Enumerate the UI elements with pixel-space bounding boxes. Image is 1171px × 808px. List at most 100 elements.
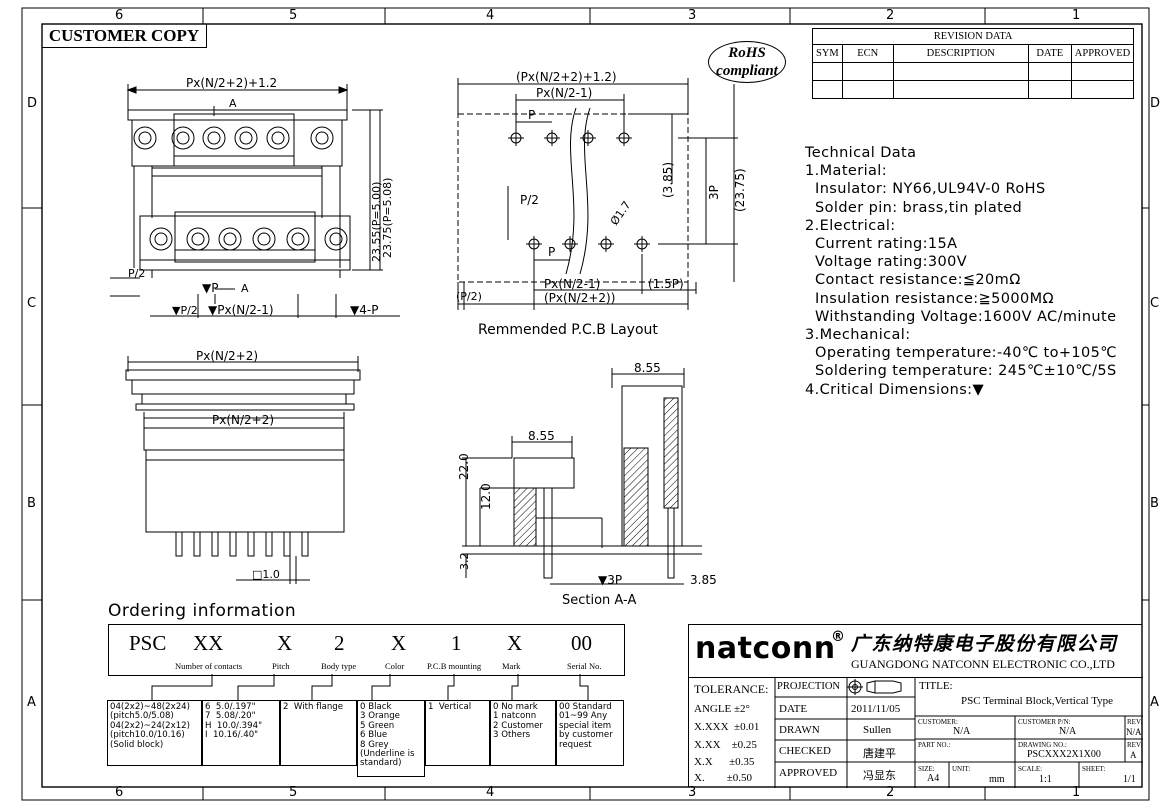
- section-caption: Section A-A: [562, 593, 636, 608]
- revision-header: SYM: [812, 44, 843, 63]
- rev-label-2: REV:: [1127, 741, 1143, 749]
- checked-value: 唐建平: [863, 748, 896, 760]
- drawn-value: Sullen: [863, 724, 892, 736]
- row-label: B: [1150, 496, 1159, 511]
- technical-line: 3.Mechanical:: [805, 327, 911, 344]
- row-label: D: [1150, 96, 1161, 111]
- frame-bottom-labels: 6 5 4 3 2 1: [22, 785, 1149, 800]
- sheet-value: 1/1: [1123, 774, 1136, 785]
- option-color: 0 Black 3 Orange 5 Green 6 Blue 8 Grey (…: [357, 700, 425, 777]
- drawing-no-value: PSCXXX2X1X00: [1027, 749, 1101, 760]
- technical-line: Insulator: NY66,UL94V-0 RoHS: [805, 181, 1046, 198]
- height-dim-2375: 23.75(P=5.08): [381, 178, 394, 258]
- customer-pn-value: N/A: [1059, 726, 1077, 737]
- rohs-badge: RoHS compliant: [708, 41, 786, 83]
- customer-pn-label: CUSTOMER P/N:: [1018, 718, 1071, 726]
- pcb-top-dim2: Px(N/2-1): [536, 86, 592, 100]
- label-body: Body type: [321, 661, 357, 671]
- ordering-code-box: PSC XX X 2 X 1 X 00 Number of contacts P…: [108, 624, 625, 676]
- pcb-dim-2375: (23.75): [733, 168, 747, 212]
- revision-header: DATE: [1027, 44, 1072, 63]
- rohs-line2: compliant: [716, 63, 778, 79]
- label-mount: P.C.B mounting: [427, 661, 482, 671]
- row-label: A: [27, 695, 36, 710]
- col-label: 4: [486, 8, 495, 23]
- section-mark-a2: A: [241, 282, 249, 295]
- pin-size-dim: □1.0: [252, 568, 280, 581]
- option-pitch: 6 5.0/.197" 7 5.08/.20" H 10.0/.394" I 1…: [202, 700, 280, 766]
- company-header: natconn ® 广东纳特康电子股份有限公司 GUANGDONG NATCON…: [689, 625, 1143, 678]
- label-pitch: Pitch: [272, 661, 290, 671]
- side-view-drawing: Px(N/2+2) Px(N/2+2) □1.0: [125, 349, 361, 584]
- top-dim-label: Px(N/2+2)+1.2: [186, 76, 277, 90]
- tolerance-label: TOLERANCE:: [694, 682, 769, 696]
- option-mount: 1 Vertical: [425, 700, 490, 766]
- row-label: B: [27, 496, 36, 511]
- rev-value-2: A: [1130, 750, 1137, 760]
- projection-symbol: [847, 679, 902, 695]
- unit-value: mm: [989, 774, 1005, 785]
- col-label: 3: [688, 8, 697, 23]
- code-contacts: XX: [193, 631, 224, 655]
- revision-header: ECN: [841, 44, 894, 63]
- section-dim-855: 8.55: [528, 429, 555, 443]
- col-label: 6: [115, 785, 124, 800]
- label-serial: Serial No.: [567, 661, 602, 671]
- drawn-label: DRAWN: [779, 724, 820, 736]
- code-mount: 1: [451, 631, 462, 655]
- pcb-caption: Remmended P.C.B Layout: [478, 322, 658, 338]
- tolerance-x: X. ±0.50: [694, 772, 752, 784]
- pitch-mark: ▼P: [202, 281, 218, 295]
- half-pitch-left: P/2: [128, 267, 145, 280]
- sheet-label: SHEET:: [1082, 765, 1106, 773]
- option-contacts: 04(2x2)~48(2x24) (pitch5.0/5.08) 04(2x2)…: [107, 700, 202, 766]
- col-label: 5: [289, 8, 298, 23]
- option-body: 2 With flange: [280, 700, 357, 766]
- rev-value: N/A: [1126, 727, 1142, 737]
- col-label: 2: [886, 8, 895, 23]
- checked-label: CHECKED: [779, 745, 831, 757]
- technical-line: Current rating:15A: [805, 236, 958, 253]
- code-mark: X: [507, 631, 523, 655]
- unit-label: UNIT:: [952, 765, 971, 773]
- row-label: D: [27, 96, 38, 111]
- pcb-hole-dia: Ø1.7: [608, 199, 634, 228]
- code-pitch: X: [277, 631, 293, 655]
- label-mark: Mark: [502, 661, 521, 671]
- title-label: TITLE:: [919, 680, 953, 692]
- tolerance-xxx: X.XX ±0.25: [694, 739, 757, 751]
- bottom-dim-pitch: ▼Px(N/2-1): [208, 303, 274, 317]
- row-label: C: [1150, 296, 1160, 311]
- section-dim-32: 3.2: [458, 553, 471, 571]
- technical-data: Technical Data 1.Material: Insulator: NY…: [805, 144, 1117, 399]
- scale-label: SCALE:: [1018, 765, 1043, 773]
- revision-header: DESCRIPTION: [892, 44, 1029, 63]
- col-label: 1: [1072, 8, 1081, 23]
- top-view-drawing: Px(N/2+2)+1.2 A 23.55(P=5.00) 23.75(P=5.…: [110, 76, 400, 318]
- size-value: A4: [927, 773, 940, 784]
- label-contacts: Number of contacts: [175, 661, 243, 671]
- pcb-top-dim: (Px(N/2+2)+1.2): [516, 70, 617, 84]
- customer-value: N/A: [953, 726, 971, 737]
- label-color: Color: [385, 661, 405, 671]
- tolerance-xx: X.X ±0.35: [694, 756, 755, 768]
- option-mark: 0 No mark 1 natconn 2 Customer 3 Others: [490, 700, 556, 766]
- rohs-line1: RoHS: [728, 45, 766, 61]
- section-dim-385: 3.85: [690, 573, 717, 587]
- company-cn-name: 广东纳特康电子股份有限公司: [851, 634, 1118, 655]
- technical-line: Contact resistance:≦20mΩ: [805, 272, 1021, 289]
- approved-value: 冯显东: [863, 770, 896, 782]
- row-label: C: [27, 296, 37, 311]
- col-label: 1: [1072, 785, 1081, 800]
- technical-heading: Technical Data: [805, 145, 917, 161]
- title-block: natconn ® 广东纳特康电子股份有限公司 GUANGDONG NATCON…: [688, 624, 1143, 788]
- ordering-leaders: [151, 674, 589, 700]
- pcb-dim-3p: 3P: [707, 185, 721, 200]
- row-label: A: [1150, 695, 1159, 710]
- side-width-dim: Px(N/2+2): [196, 349, 258, 363]
- section-dim-120: 12.0: [479, 483, 493, 510]
- code-color: X: [391, 631, 407, 655]
- registered-mark: ®: [831, 629, 845, 645]
- date-label: DATE: [779, 703, 808, 715]
- col-label: 2: [886, 785, 895, 800]
